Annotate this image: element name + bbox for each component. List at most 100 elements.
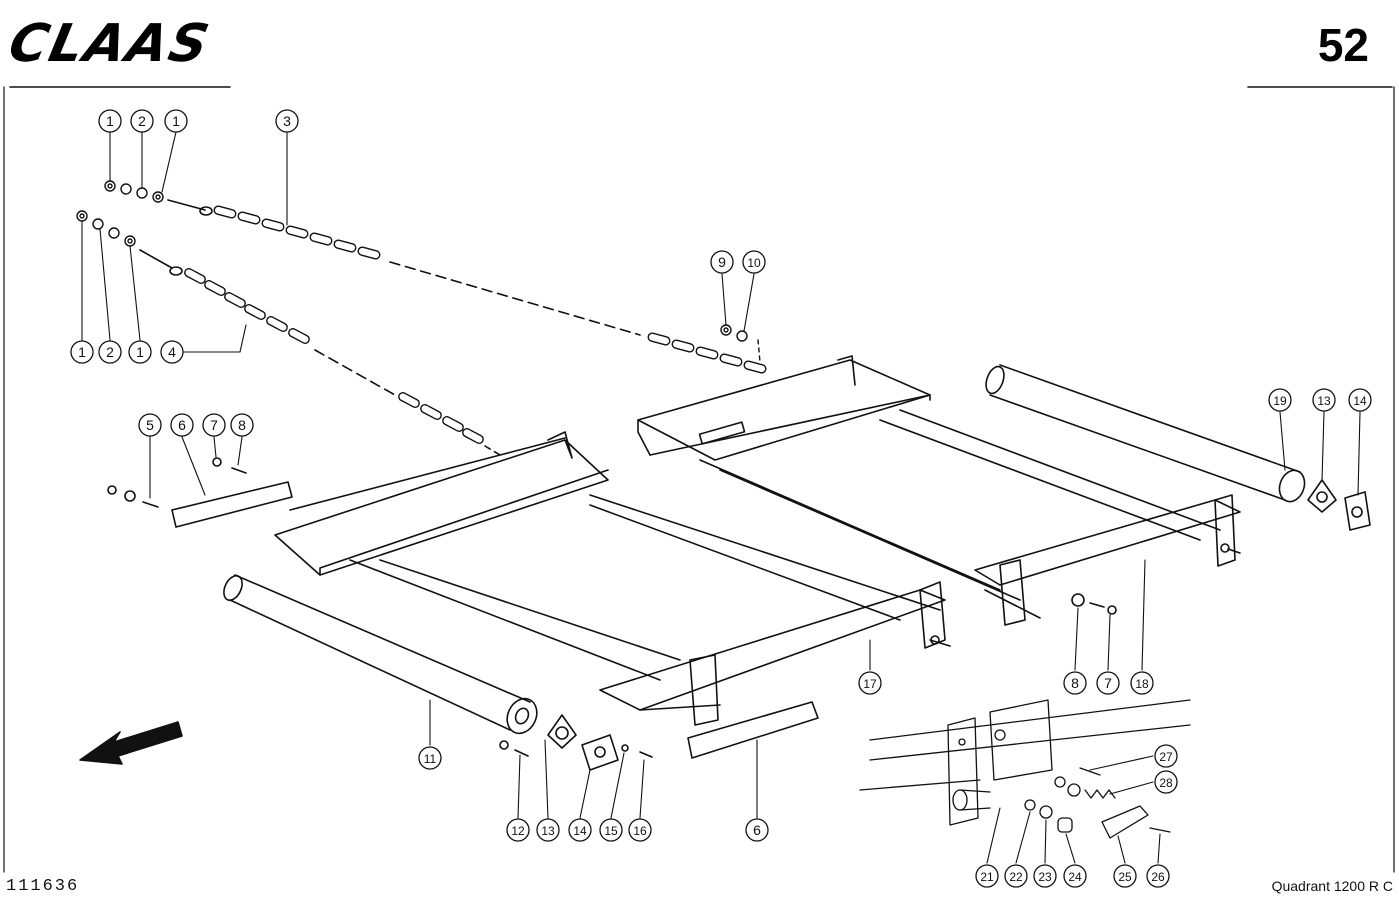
- frame-right: [637, 355, 1241, 626]
- callout-label: 1: [78, 344, 86, 360]
- roller-rear: [985, 364, 1306, 503]
- callout-label: 7: [1104, 675, 1112, 691]
- callout-28: 28: [1154, 770, 1178, 794]
- callout-label: 5: [146, 417, 154, 433]
- callout-1: 1: [128, 340, 152, 364]
- callout-8: 8: [1063, 671, 1087, 695]
- callout-label: 15: [604, 824, 618, 838]
- drawing-number: 111636: [6, 877, 80, 896]
- callout-circle: [742, 250, 766, 274]
- frame-left: [274, 431, 951, 726]
- callout-9: 9: [710, 250, 734, 274]
- callout-label: 27: [1159, 750, 1173, 764]
- callout-label: 24: [1068, 870, 1082, 884]
- callout-1: 1: [98, 109, 122, 133]
- callout-1: 1: [70, 340, 94, 364]
- callout-15: 15: [599, 818, 623, 842]
- callout-label: 21: [980, 870, 994, 884]
- header-rule: [3, 86, 1395, 873]
- callout-circle: [1312, 388, 1336, 412]
- callout-circle: [1146, 864, 1170, 888]
- callout-1: 1: [164, 109, 188, 133]
- callout-label: 8: [1071, 675, 1079, 691]
- callout-label: 19: [1273, 394, 1287, 408]
- callout-circle: [1130, 671, 1154, 695]
- callout-circle: [710, 250, 734, 274]
- callout-label: 6: [178, 417, 186, 433]
- callout-circle: [1154, 744, 1178, 768]
- callout-label: 14: [573, 824, 587, 838]
- callout-label: 2: [138, 113, 146, 129]
- callout-18: 18: [1130, 671, 1154, 695]
- callout-label: 26: [1151, 870, 1165, 884]
- callout-label: 28: [1159, 776, 1173, 790]
- strap-plates: [107, 457, 1117, 759]
- callout-11: 11: [418, 746, 442, 770]
- callout-circle: [1063, 864, 1087, 888]
- callout-circle: [128, 340, 152, 364]
- callout-circle: [628, 818, 652, 842]
- callout-circle: [745, 818, 769, 842]
- callout-label: 3: [283, 113, 291, 129]
- callout-7: 7: [1096, 671, 1120, 695]
- callout-label: 2: [106, 344, 114, 360]
- callout-label: 16: [633, 824, 647, 838]
- callout-label: 12: [511, 824, 525, 838]
- callout-21: 21: [975, 864, 999, 888]
- callout-circle: [858, 671, 882, 695]
- callout-circle: [98, 109, 122, 133]
- callout-25: 25: [1113, 864, 1137, 888]
- callout-circle: [70, 340, 94, 364]
- callout-circle: [599, 818, 623, 842]
- callout-6: 6: [745, 818, 769, 842]
- callout-label: 8: [238, 417, 246, 433]
- tension-detail: [859, 699, 1191, 839]
- callout-label: 4: [168, 344, 176, 360]
- callout-22: 22: [1004, 864, 1028, 888]
- callout-label: 14: [1353, 394, 1367, 408]
- callout-26: 26: [1146, 864, 1170, 888]
- callout-label: 10: [747, 256, 761, 270]
- callout-label: 17: [863, 677, 877, 691]
- model-label: Quadrant 1200 R C: [1271, 878, 1393, 894]
- callout-24: 24: [1063, 864, 1087, 888]
- roller-front: [223, 574, 538, 735]
- callout-label: 1: [106, 113, 114, 129]
- callout-6: 6: [170, 413, 194, 437]
- callout-circle: [1004, 864, 1028, 888]
- callout-2: 2: [130, 109, 154, 133]
- callout-label: 23: [1038, 870, 1052, 884]
- callout-8: 8: [230, 413, 254, 437]
- callout-5: 5: [138, 413, 162, 437]
- callout-label: 9: [718, 254, 726, 270]
- direction-arrow: [79, 721, 183, 765]
- callout-2: 2: [98, 340, 122, 364]
- leader-lines: [81, 131, 1361, 864]
- callout-label: 7: [210, 417, 218, 433]
- callout-4: 4: [160, 340, 184, 364]
- callout-label: 22: [1009, 870, 1023, 884]
- callout-17: 17: [858, 671, 882, 695]
- callout-circle: [1033, 864, 1057, 888]
- callout-27: 27: [1154, 744, 1178, 768]
- callout-label: 1: [136, 344, 144, 360]
- callout-circle: [568, 818, 592, 842]
- callout-circle: [1096, 671, 1120, 695]
- chain-lower: [139, 249, 501, 456]
- callout-label: 11: [424, 752, 437, 766]
- callout-circle: [170, 413, 194, 437]
- callout-circle: [536, 818, 560, 842]
- callout-circle: [418, 746, 442, 770]
- callout-label: 18: [1135, 677, 1149, 691]
- callout-label: 13: [1317, 394, 1331, 408]
- callout-19: 19: [1268, 388, 1292, 412]
- callout-circle: [230, 413, 254, 437]
- callout-7: 7: [202, 413, 226, 437]
- callout-14: 14: [568, 818, 592, 842]
- callout-circle: [1348, 388, 1372, 412]
- callout-label: 6: [753, 822, 761, 838]
- callout-13: 13: [1312, 388, 1336, 412]
